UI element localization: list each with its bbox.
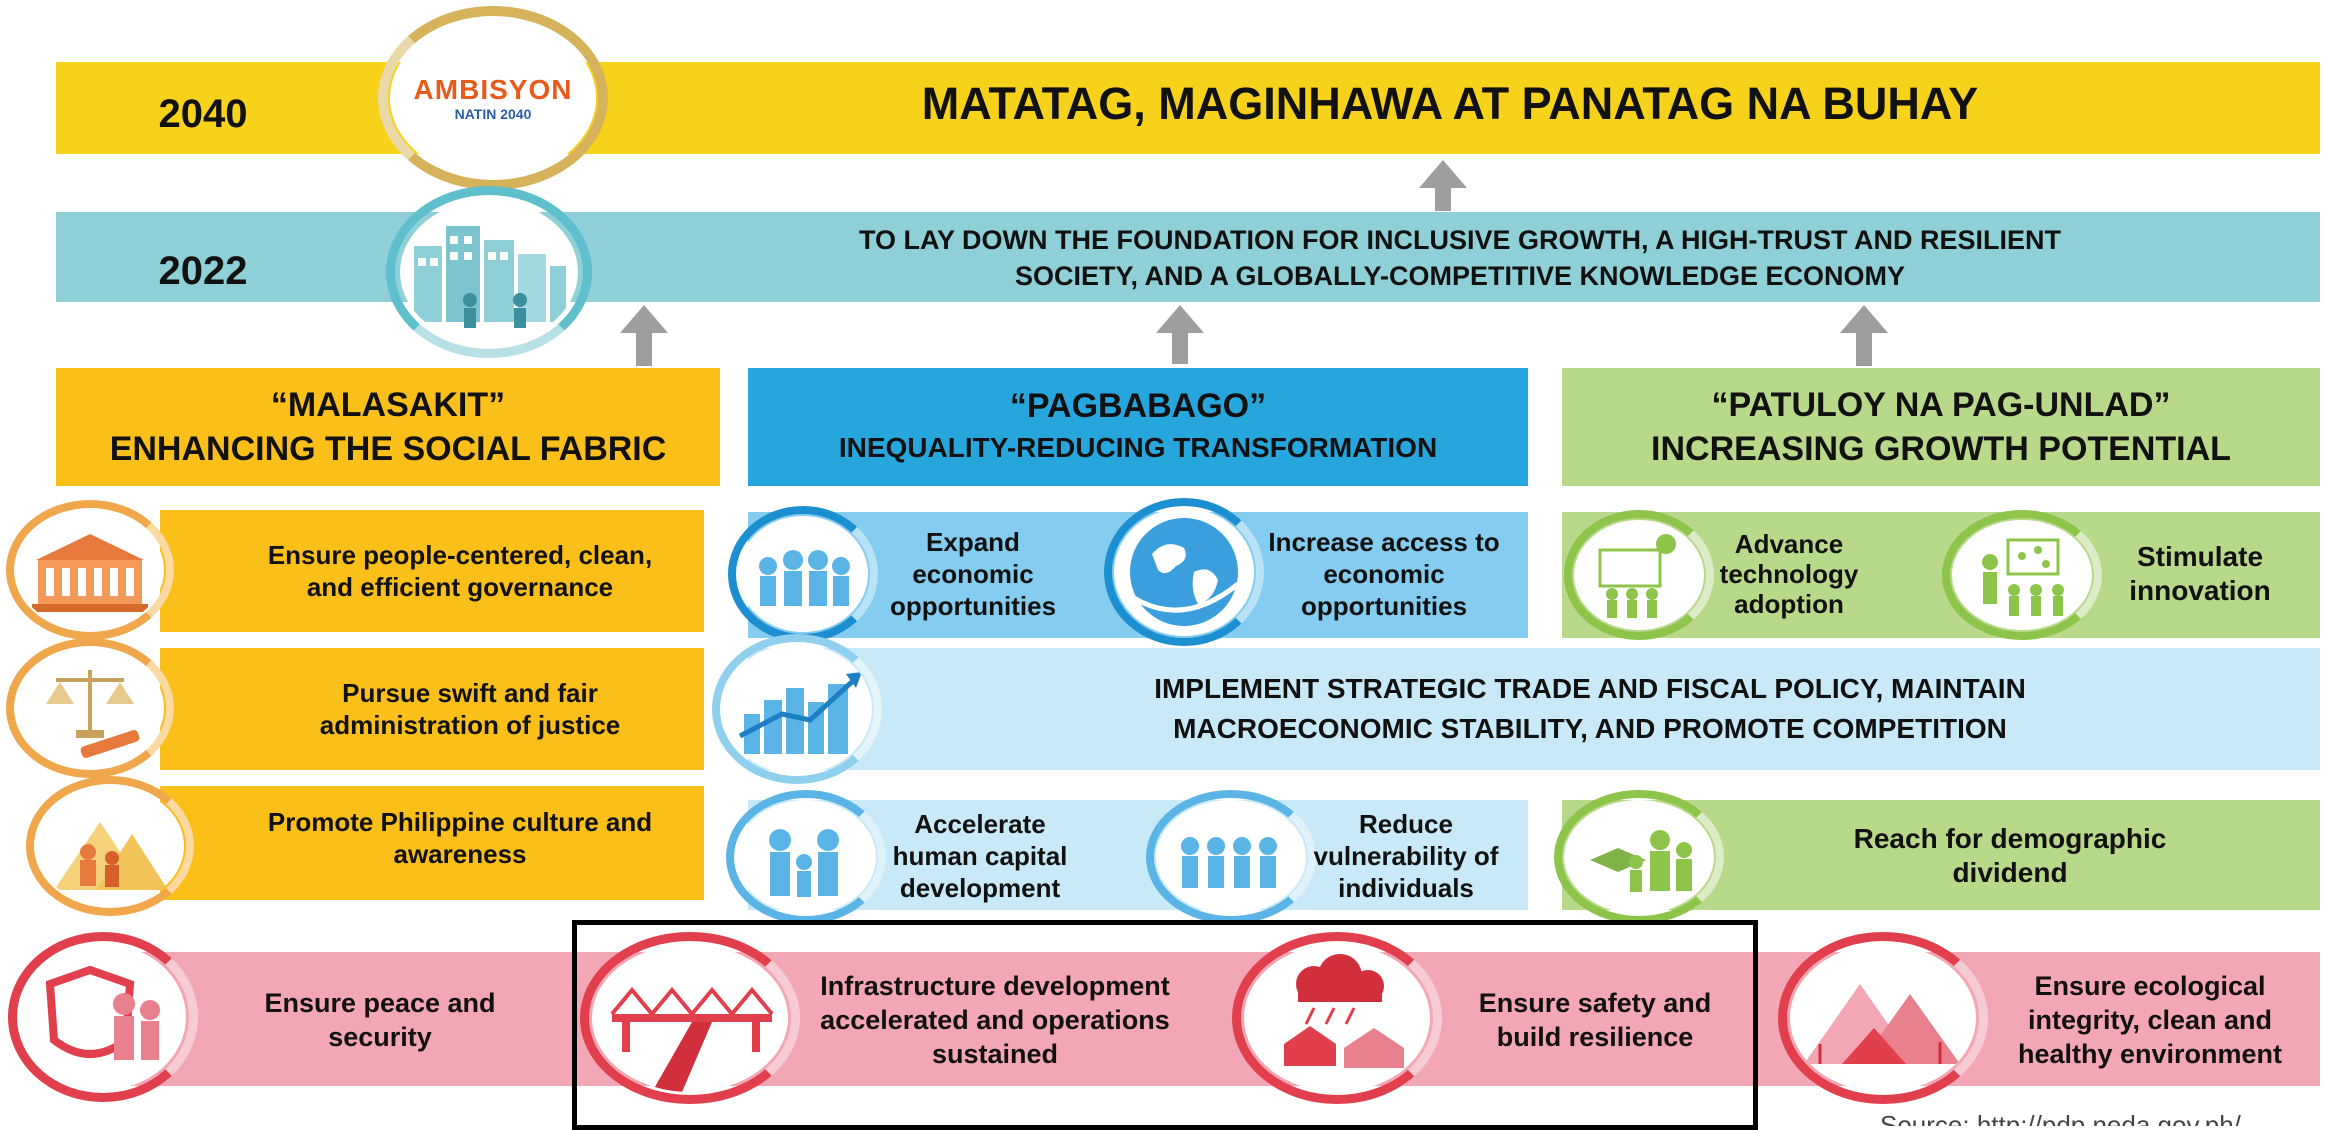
malasakit-item-1 xyxy=(160,510,704,632)
vision-title: MATATAG, MAGINHAWA AT PANATAG NA BUHAY xyxy=(921,78,1979,129)
pillar-pagbabago-subtitle: INEQUALITY-REDUCING TRANSFORMATION xyxy=(838,432,1438,463)
shield-people-icon xyxy=(20,944,186,1090)
pillar-patuloy-title: “PATULOY NA PAG-UNLAD” xyxy=(1711,386,2171,424)
pagbabago-item-2-label: Increase access to economic opportunitie… xyxy=(1268,527,1500,621)
malasakit-item-2-ring xyxy=(6,638,174,778)
pagbabago-item-4-label: Reduce vulnerability of individuals xyxy=(1313,809,1499,903)
ambisyon-logo-ring xyxy=(378,6,608,190)
goal-icon-ring xyxy=(386,186,592,358)
pillar-malasakit-subtitle: ENHANCING THE SOCIAL FABRIC xyxy=(109,430,667,468)
goal-line-1: TO LAY DOWN THE FOUNDATION FOR INCLUSIVE… xyxy=(859,225,2061,255)
macro-band xyxy=(748,648,2320,770)
malasakit-item-3-label: Promote Philippine culture and awareness xyxy=(267,807,653,869)
patuloy-item-2-label: Stimulate innovation xyxy=(2129,541,2271,606)
foundation-item-1-ring xyxy=(8,932,198,1102)
macro-line-2: MACROECONOMIC STABILITY, AND PROMOTE COM… xyxy=(1173,713,2007,744)
arrow-malasakit-to-goal xyxy=(636,330,652,366)
globe-icon xyxy=(1114,508,1254,636)
ambisyon-logo: AMBISYON NATIN 2040 xyxy=(390,18,596,178)
patuloy-item-1-label: Advance technology adoption xyxy=(1719,529,1859,619)
logo-text-top: AMBISYON xyxy=(413,74,573,105)
community-icon xyxy=(1156,800,1306,914)
mountains-icon xyxy=(1790,944,1976,1092)
malasakit-item-1-label: Ensure people-centered, clean, and effic… xyxy=(267,540,653,602)
malasakit-item-1-ring xyxy=(6,500,174,640)
macro-text: IMPLEMENT STRATEGIC TRADE AND FISCAL POL… xyxy=(900,656,2280,762)
growth-chart-icon xyxy=(722,644,872,774)
patuloy-item-1-ring xyxy=(1564,510,1714,640)
macro-line-1: IMPLEMENT STRATEGIC TRADE AND FISCAL POL… xyxy=(1154,673,2026,704)
government-building-icon xyxy=(16,510,164,630)
patuloy-item-2-ring xyxy=(1942,510,2102,640)
arrow-to-vision xyxy=(1435,185,1451,211)
foundation-item-2-ring xyxy=(580,932,800,1104)
pagbabago-item-3-label: Accelerate human capital development xyxy=(892,809,1068,903)
arrowhead-to-vision xyxy=(1419,160,1467,188)
foundation-item-1-label: Ensure peace and security xyxy=(264,988,496,1052)
arrow-patuloy-to-goal xyxy=(1856,330,1872,366)
culture-icon xyxy=(36,786,184,906)
arrowhead-patuloy-to-goal xyxy=(1840,305,1888,333)
arrowhead-malasakit-to-goal xyxy=(620,305,668,333)
macro-icon-ring xyxy=(712,634,882,784)
source-text: Source: http://pdp.neda.gov.ph/ xyxy=(1880,1110,2241,1126)
malasakit-item-2-label: Pursue swift and fair administration of … xyxy=(319,678,621,740)
pagbabago-item-1-label: Expand economic opportunities xyxy=(889,527,1057,621)
pillar-malasakit-title: “MALASAKIT” xyxy=(270,386,506,424)
goal-year: 2022 xyxy=(158,248,248,293)
storm-house-icon xyxy=(1244,944,1430,1092)
arrowhead-pagbabago-to-goal xyxy=(1156,305,1204,333)
justice-scale-icon xyxy=(16,648,164,768)
pillar-patuloy-subtitle: INCREASING GROWTH POTENTIAL xyxy=(1651,430,2231,468)
highlight-box xyxy=(572,920,1758,1130)
innovation-icon xyxy=(1952,520,2092,630)
foundation-item-4-label: Ensure ecological integrity, clean and h… xyxy=(2017,971,2283,1069)
people-group-icon xyxy=(738,516,868,632)
pagbabago-item-2-ring xyxy=(1104,498,1264,646)
family-icon xyxy=(736,800,876,914)
foundation-item-3-label: Ensure safety and build resilience xyxy=(1478,988,1712,1052)
pillar-patuloy: “PATULOY NA PAG-UNLAD” INCREASING GROWTH… xyxy=(1562,368,2320,486)
pillar-pagbabago-title: “PAGBABAGO” xyxy=(1009,387,1267,425)
presentation-icon xyxy=(1574,520,1704,630)
malasakit-item-2 xyxy=(160,648,704,770)
bridge-icon xyxy=(592,944,788,1092)
foundation-item-3-ring xyxy=(1232,932,1442,1104)
foundation-item-4-ring xyxy=(1778,932,1988,1104)
patuloy-item-3-label: Reach for demographic dividend xyxy=(1853,823,2167,888)
arrow-pagbabago-to-goal xyxy=(1172,330,1188,364)
goal-text: TO LAY DOWN THE FOUNDATION FOR INCLUSIVE… xyxy=(640,216,2280,300)
malasakit-item-3-ring xyxy=(26,776,194,916)
pillar-malasakit: “MALASAKIT” ENHANCING THE SOCIAL FABRIC xyxy=(56,368,720,486)
malasakit-item-3 xyxy=(160,786,704,900)
city-skyline-icon xyxy=(400,200,578,344)
foundation-item-2-label: Infrastructure development accelerated a… xyxy=(820,971,1170,1069)
graduates-icon xyxy=(1564,800,1714,914)
goal-line-2: SOCIETY, AND A GLOBALLY-COMPETITIVE KNOW… xyxy=(1014,261,1906,291)
vision-year: 2040 xyxy=(158,91,248,136)
pillar-pagbabago: “PAGBABAGO” INEQUALITY-REDUCING TRANSFOR… xyxy=(748,368,1528,486)
logo-text-bottom: NATIN 2040 xyxy=(454,106,532,122)
